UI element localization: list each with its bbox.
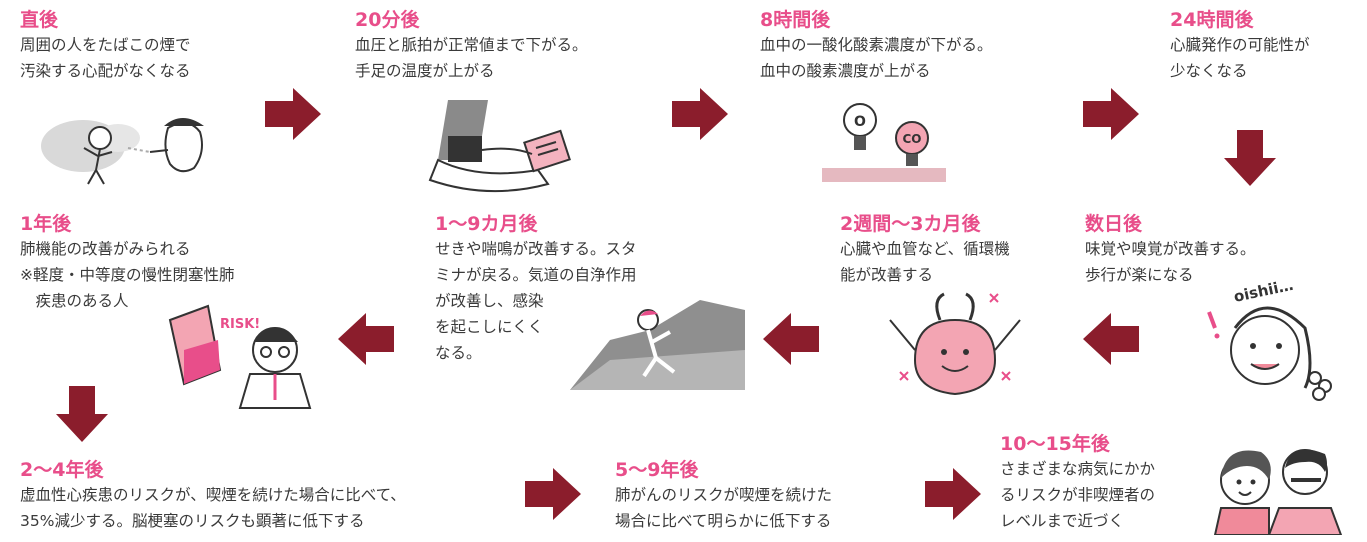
desc-line: 少なくなる xyxy=(1170,62,1248,80)
arrow-right-icon xyxy=(672,88,728,140)
step-description: 虚血性心疾患のリスクが、喫煙を続けた場合に比べて、 35%減少する。脳梗塞のリス… xyxy=(20,482,406,534)
step-title: 5〜9年後 xyxy=(615,459,699,481)
oishii-label: oishii… xyxy=(1232,276,1295,306)
bulb-co-label: CO xyxy=(902,132,921,146)
step-description: 周囲の人をたばこの煙で 汚染する心配がなくなる xyxy=(20,32,191,84)
step-2-4years: 2〜4年後 虚血性心疾患のリスクが、喫煙を続けた場合に比べて、 35%減少する。… xyxy=(20,458,406,534)
step-title: 20分後 xyxy=(355,9,420,31)
step-description: 血中の一酸化酸素濃度が下がる。 血中の酸素濃度が上がる xyxy=(760,32,993,84)
step-20min: 20分後 血圧と脈拍が正常値まで下がる。 手足の温度が上がる xyxy=(355,8,588,84)
step-8hours: 8時間後 血中の一酸化酸素濃度が下がる。 血中の酸素濃度が上がる xyxy=(760,8,993,84)
desc-line: 35%減少する。脳梗塞のリスクも顕著に低下する xyxy=(20,512,365,530)
desc-line: が改善し、感染 xyxy=(435,292,544,310)
taste-smell-illustration: oishii… xyxy=(1207,276,1332,401)
step-description: せきや喘鳴が改善する。スタ ミナが戻る。気道の自浄作用 が改善し、感染 を起こし… xyxy=(435,236,637,366)
step-2weeks-3months: 2週間〜3カ月後 心臓や血管など、循環機 能が改善する xyxy=(840,212,1010,288)
secondhand-smoke-illustration xyxy=(41,118,204,185)
step-title: 1年後 xyxy=(20,213,72,235)
oxygen-co-bulbs-illustration: O CO xyxy=(822,103,946,182)
arrow-right-icon xyxy=(265,88,321,140)
step-description: さまざまな病気にかか るリスクが非喫煙者の レベルまで近づく xyxy=(1000,456,1155,534)
desc-line: ミナが戻る。気道の自浄作用 xyxy=(435,266,637,284)
desc-line: 血中の一酸化酸素濃度が下がる。 xyxy=(760,36,993,54)
desc-line: 周囲の人をたばこの煙で xyxy=(20,36,191,54)
desc-line: 汚染する心配がなくなる xyxy=(20,62,191,80)
risk-label: RISK! xyxy=(220,317,260,332)
heart-illustration xyxy=(889,292,1021,396)
arrow-left-icon xyxy=(1083,313,1139,365)
desc-line: 肺がんのリスクが喫煙を続けた xyxy=(615,486,833,504)
step-title: 10〜15年後 xyxy=(1000,433,1110,455)
arrow-right-icon xyxy=(925,468,981,520)
arrow-right-icon xyxy=(525,468,581,520)
blood-pressure-illustration xyxy=(428,100,571,193)
desc-line: 血圧と脈拍が正常値まで下がる。 xyxy=(355,36,588,54)
arrow-right-icon xyxy=(1083,88,1139,140)
desc-line: 虚血性心疾患のリスクが、喫煙を続けた場合に比べて、 xyxy=(20,486,406,504)
step-immediately: 直後 周囲の人をたばこの煙で 汚染する心配がなくなる xyxy=(20,8,191,84)
desc-line: 疾患のある人 xyxy=(20,292,129,310)
step-24hours: 24時間後 心臓発作の可能性が 少なくなる xyxy=(1170,8,1310,84)
desc-line: を起こしにくく xyxy=(435,318,544,336)
desc-line: 手足の温度が上がる xyxy=(355,62,495,80)
desc-line: るリスクが非喫煙者の xyxy=(1000,486,1156,504)
desc-line: せきや喘鳴が改善する。スタ xyxy=(435,240,637,258)
desc-line: 肺機能の改善がみられる xyxy=(20,240,191,258)
desc-line: 味覚や嗅覚が改善する。 xyxy=(1085,240,1256,258)
arrow-left-icon xyxy=(338,313,394,365)
step-10-15years: 10〜15年後 さまざまな病気にかか るリスクが非喫煙者の レベルまで近づく xyxy=(1000,432,1155,534)
desc-line: さまざまな病気にかか xyxy=(1000,460,1156,478)
step-title: 直後 xyxy=(20,9,59,31)
step-description: 血圧と脈拍が正常値まで下がる。 手足の温度が上がる xyxy=(355,32,588,84)
step-title: 8時間後 xyxy=(760,9,831,31)
step-description: 心臓や血管など、循環機 能が改善する xyxy=(840,236,1010,288)
step-description: 肺がんのリスクが喫煙を続けた 場合に比べて明らかに低下する xyxy=(615,482,832,534)
step-5-9years: 5〜9年後 肺がんのリスクが喫煙を続けた 場合に比べて明らかに低下する xyxy=(615,458,832,534)
desc-line: 心臓発作の可能性が xyxy=(1170,36,1310,54)
desc-line: 場合に比べて明らかに低下する xyxy=(615,512,832,530)
desc-line: ※軽度・中等度の慢性閉塞性肺 xyxy=(20,266,235,284)
desc-line: 心臓や血管など、循環機 xyxy=(840,240,1010,258)
step-description: 心臓発作の可能性が 少なくなる xyxy=(1170,32,1310,84)
step-title: 数日後 xyxy=(1085,213,1143,235)
step-1-9months: 1〜9カ月後 せきや喘鳴が改善する。スタ ミナが戻る。気道の自浄作用 が改善し、… xyxy=(435,212,637,366)
step-few-days: 数日後 味覚や嗅覚が改善する。 歩行が楽になる xyxy=(1085,212,1256,288)
step-1year: 1年後 肺機能の改善がみられる ※軽度・中等度の慢性閉塞性肺 疾患のある人 xyxy=(20,212,235,314)
step-title: 1〜9カ月後 xyxy=(435,213,538,235)
step-description: 味覚や嗅覚が改善する。 歩行が楽になる xyxy=(1085,236,1256,288)
desc-line: 歩行が楽になる xyxy=(1085,266,1194,284)
couple-illustration xyxy=(1213,449,1343,535)
risk-chart-man-illustration: RISK! xyxy=(168,304,312,409)
step-description: 肺機能の改善がみられる ※軽度・中等度の慢性閉塞性肺 疾患のある人 xyxy=(20,236,235,314)
desc-line: なる。 xyxy=(435,344,482,362)
desc-line: レベルまで近づく xyxy=(1000,512,1125,530)
step-title: 2週間〜3カ月後 xyxy=(840,213,981,235)
bulb-o-label: O xyxy=(854,114,866,130)
arrow-down-icon xyxy=(56,386,108,442)
step-title: 2〜4年後 xyxy=(20,459,104,481)
arrow-down-icon xyxy=(1224,130,1276,186)
runner-climbing-illustration xyxy=(570,300,745,390)
step-title: 24時間後 xyxy=(1170,9,1254,31)
desc-line: 血中の酸素濃度が上がる xyxy=(760,62,931,80)
arrow-left-icon xyxy=(763,313,819,365)
desc-line: 能が改善する xyxy=(840,266,934,284)
